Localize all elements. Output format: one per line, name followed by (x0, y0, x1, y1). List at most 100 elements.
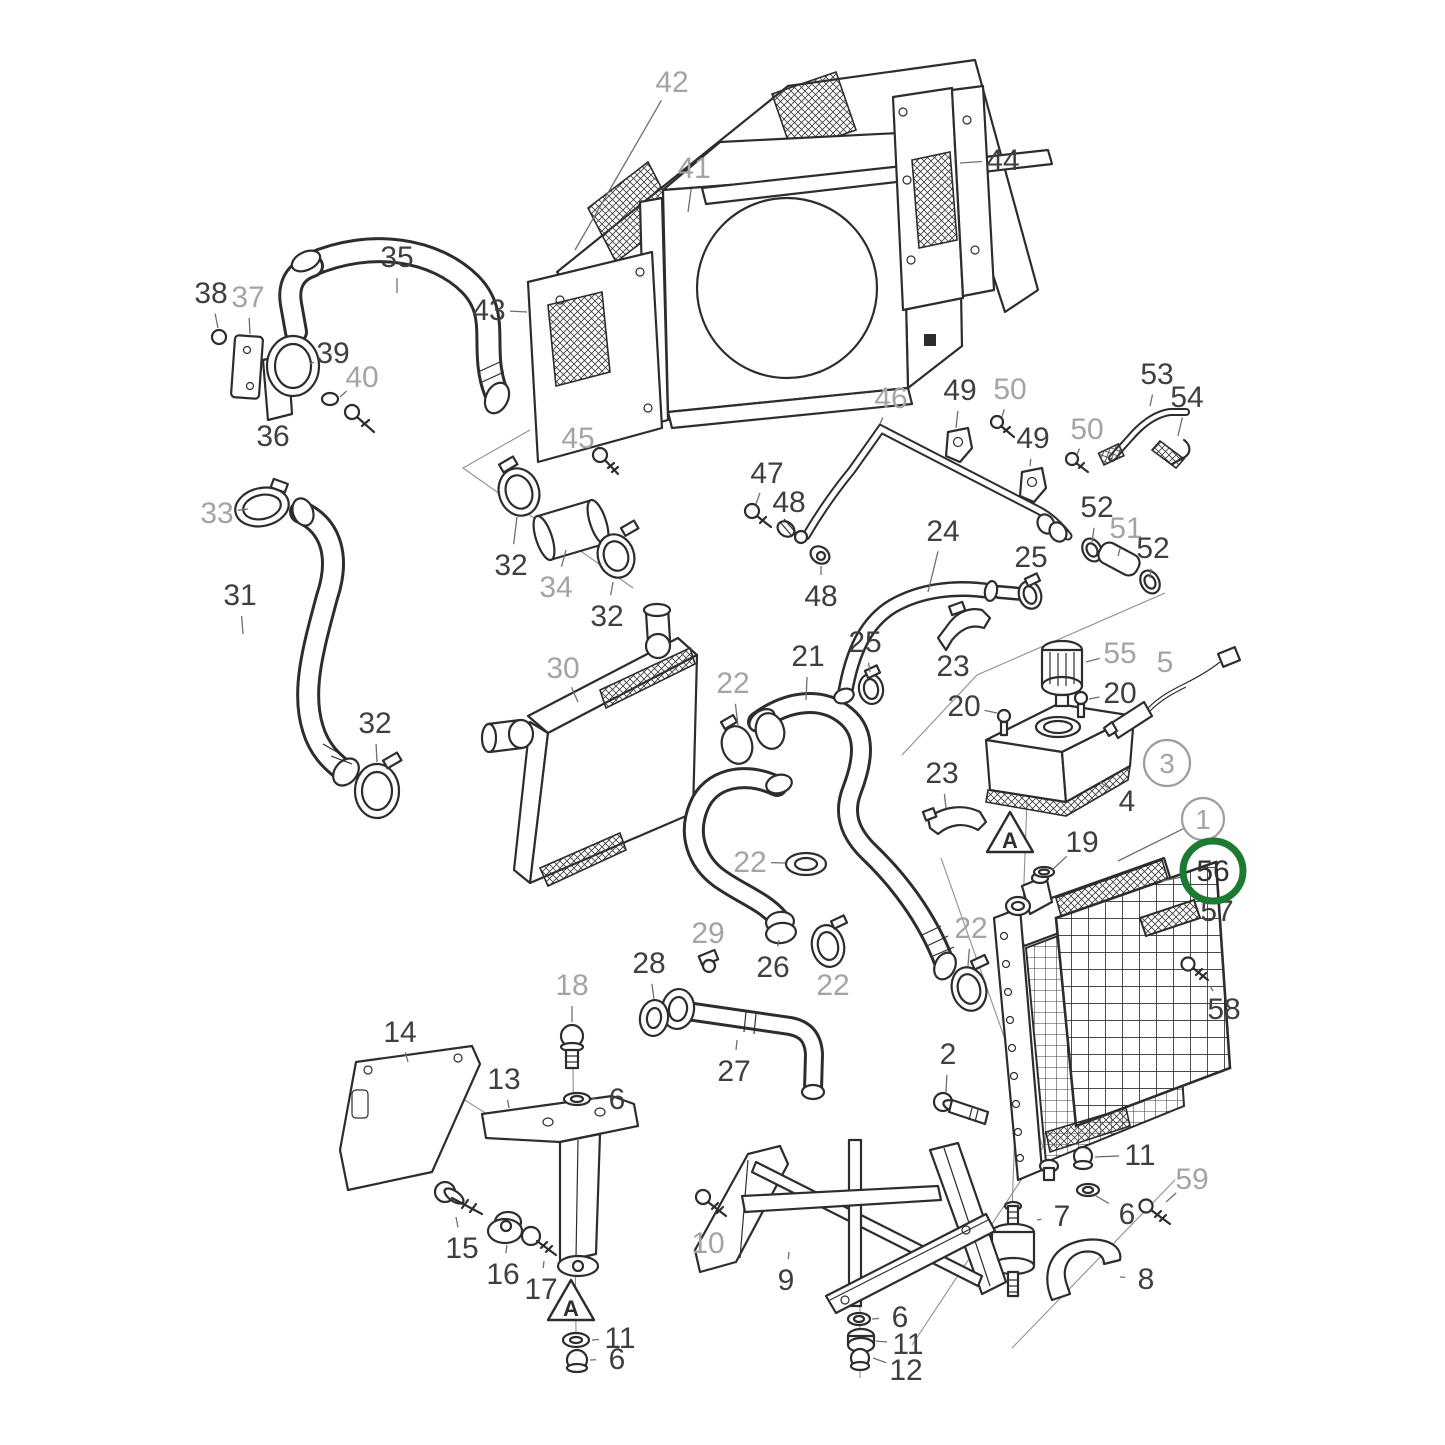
svg-text:55: 55 (1103, 637, 1136, 670)
part-callout-21-18[interactable]: 21 (791, 640, 825, 701)
part-callout-48-33[interactable]: 48 (804, 566, 838, 613)
svg-text:33: 33 (200, 497, 233, 530)
part-callout-8-56[interactable]: 8 (1119, 1263, 1154, 1296)
part-callout-11-63[interactable]: 11 (875, 1328, 924, 1361)
part-callout-23-41[interactable]: 23 (925, 757, 959, 809)
part-callout-20-40[interactable]: 20 (1088, 677, 1137, 710)
part-callout-25-22[interactable]: 25 (1014, 541, 1047, 574)
svg-text:29: 29 (691, 917, 724, 950)
svg-text:48: 48 (804, 580, 837, 613)
part-callout-58-53[interactable]: 58 (1207, 985, 1241, 1026)
svg-text:58: 58 (1207, 993, 1240, 1026)
part-callout-59-59[interactable]: 59 (1165, 1163, 1209, 1203)
part-callout-32-16[interactable]: 32 (358, 707, 392, 763)
part-callout-12-64[interactable]: 12 (872, 1354, 923, 1387)
part-callout-47-31[interactable]: 47 (750, 457, 784, 505)
part-callout-24-21[interactable]: 24 (926, 515, 960, 593)
svg-text:27: 27 (717, 1055, 750, 1088)
part-callout-55-37[interactable]: 55 (1085, 637, 1137, 670)
part-trim-strip-57 (1138, 898, 1202, 938)
part-bolt-15-bushing-16-bolt-17 (433, 1180, 558, 1257)
part-callout-6-58[interactable]: 6 (1095, 1195, 1135, 1231)
part-callout-43-3[interactable]: 43 (472, 294, 528, 327)
ref-circle-3[interactable]: 3 (1142, 738, 1192, 788)
part-callout-45-4[interactable]: 45 (561, 422, 594, 455)
part-callout-36-10[interactable]: 36 (256, 420, 289, 453)
part-callout-11-71[interactable]: 11 (591, 1322, 636, 1355)
svg-text:16: 16 (486, 1258, 519, 1291)
part-callout-4-42[interactable]: 4 (1099, 781, 1135, 818)
part-callout-39-8[interactable]: 39 (309, 337, 350, 370)
part-callout-54-30[interactable]: 54 (1170, 381, 1204, 437)
part-callout-6-62[interactable]: 6 (871, 1301, 908, 1334)
part-callout-49-27[interactable]: 49 (1016, 422, 1050, 467)
part-callout-22-45[interactable]: 22 (816, 969, 849, 1002)
part-callout-10-61[interactable]: 10 (691, 1227, 724, 1260)
part-cap-8 (1046, 1238, 1122, 1302)
part-bolt-2 (932, 1091, 990, 1126)
part-callout-17-70[interactable]: 17 (524, 1260, 558, 1306)
svg-text:11: 11 (892, 1328, 923, 1361)
svg-text:59: 59 (1175, 1163, 1208, 1196)
part-callout-6-72[interactable]: 6 (589, 1343, 625, 1376)
part-callout-51-35[interactable]: 51 (1109, 512, 1143, 557)
part-callout-20-39[interactable]: 20 (947, 690, 998, 723)
ref-circle-1[interactable]: 1 (1117, 796, 1226, 862)
part-callout-33-11[interactable]: 33 (200, 497, 249, 530)
part-callout-52-34[interactable]: 52 (1080, 491, 1114, 543)
part-callout-32-13[interactable]: 32 (494, 516, 528, 582)
part-callout-19-43[interactable]: 19 (1051, 826, 1099, 871)
part-callout-14-65[interactable]: 14 (383, 1016, 417, 1063)
part-callout-30-17[interactable]: 30 (546, 652, 580, 703)
svg-text:11: 11 (604, 1322, 635, 1355)
part-callout-32-15[interactable]: 32 (590, 581, 624, 633)
part-callout-42-0[interactable]: 42 (574, 66, 689, 251)
part-callout-44-2[interactable]: 44 (959, 144, 1020, 177)
part-callout-31-12[interactable]: 31 (223, 579, 257, 635)
part-callout-22-44[interactable]: 22 (733, 846, 786, 879)
svg-text:32: 32 (358, 707, 391, 740)
part-callout-29-47[interactable]: 29 (691, 917, 724, 950)
part-callout-38-6[interactable]: 38 (194, 277, 228, 329)
part-callout-26-49[interactable]: 26 (756, 939, 790, 984)
svg-text:5: 5 (1157, 646, 1174, 679)
part-callout-40-9[interactable]: 40 (339, 361, 379, 398)
part-callout-50-26[interactable]: 50 (993, 373, 1027, 418)
part-callout-53-29[interactable]: 53 (1140, 358, 1174, 407)
part-callout-48-32[interactable]: 48 (772, 486, 805, 519)
part-callout-35-5[interactable]: 35 (380, 241, 414, 293)
part-callout-15-68[interactable]: 15 (445, 1216, 479, 1265)
part-callout-52-36[interactable]: 52 (1136, 532, 1170, 579)
part-callout-22-46[interactable]: 22 (954, 912, 988, 967)
part-callout-5-38[interactable]: 5 (1157, 646, 1174, 679)
svg-text:26: 26 (756, 951, 789, 984)
part-callout-50-28[interactable]: 50 (1070, 413, 1104, 456)
part-callout-25-19[interactable]: 25 (848, 626, 882, 673)
svg-text:22: 22 (716, 667, 749, 700)
part-callout-18-50[interactable]: 18 (555, 969, 589, 1022)
part-callout-28-48[interactable]: 28 (632, 947, 666, 1000)
part-bolt-18-washer-6c (559, 1023, 592, 1107)
part-clip-23-lower (921, 806, 988, 836)
part-callout-27-51[interactable]: 27 (717, 1039, 751, 1088)
part-callout-22-20[interactable]: 22 (716, 667, 750, 727)
part-callout-6-67[interactable]: 6 (592, 1083, 625, 1116)
part-callout-46-24[interactable]: 46 (874, 382, 908, 425)
svg-text:9: 9 (778, 1264, 795, 1297)
part-callout-16-69[interactable]: 16 (486, 1244, 520, 1291)
part-callout-13-66[interactable]: 13 (487, 1063, 521, 1109)
part-callout-41-1[interactable]: 41 (677, 152, 711, 213)
svg-text:45: 45 (561, 422, 594, 455)
part-callout-7-55[interactable]: 7 (1036, 1200, 1070, 1233)
part-callout-34-14[interactable]: 34 (539, 549, 573, 604)
part-callout-23-23[interactable]: 23 (936, 650, 969, 683)
part-callout-2-54[interactable]: 2 (940, 1038, 957, 1093)
part-callout-9-60[interactable]: 9 (778, 1251, 795, 1297)
svg-text:6: 6 (609, 1083, 626, 1116)
part-callout-37-7[interactable]: 37 (231, 281, 265, 335)
part-callout-11-57[interactable]: 11 (1094, 1139, 1156, 1172)
part-callout-49-25[interactable]: 49 (943, 374, 977, 429)
highlighted-callout-56[interactable]: 56 (1161, 837, 1247, 905)
svg-text:52: 52 (1080, 491, 1113, 524)
svg-text:42: 42 (655, 66, 688, 99)
